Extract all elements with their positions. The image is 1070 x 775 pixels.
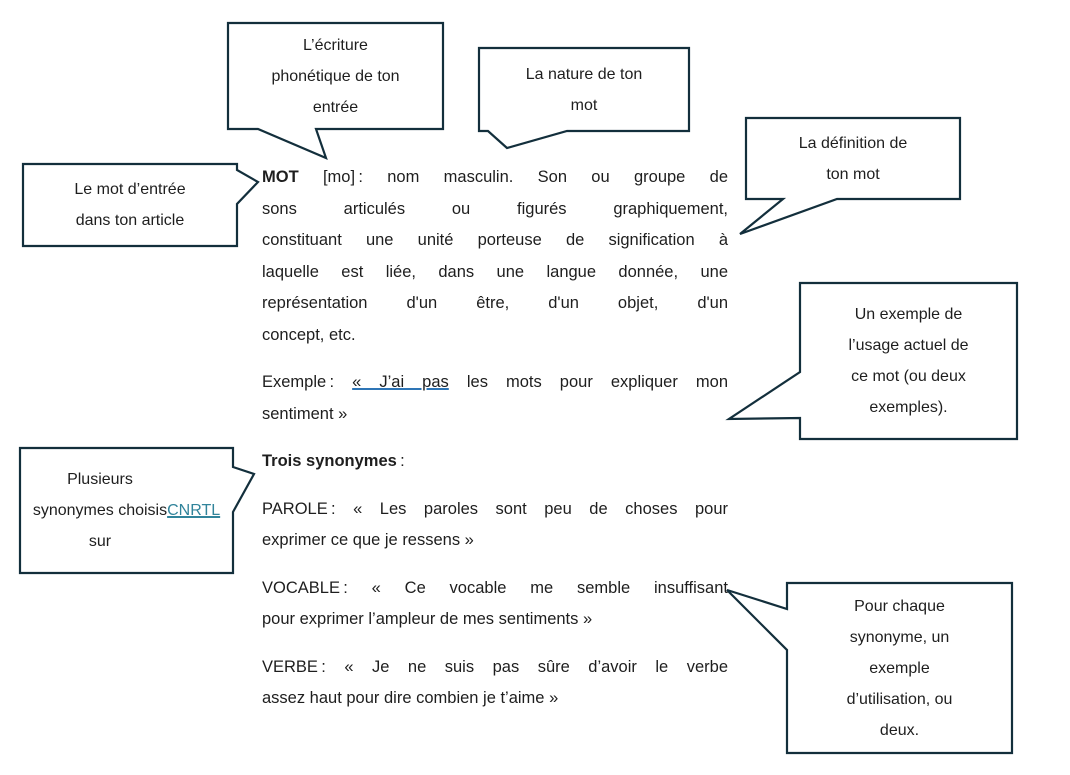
underlined-example-text: « J’ai pas	[352, 373, 449, 391]
article-line: laquelle est liée, dans une langue donné…	[262, 262, 728, 281]
article-line: concept, etc.	[262, 325, 356, 344]
article-line: VERBE : « Je ne suis pas sûre d’avoir le…	[262, 657, 728, 676]
article-line: représentation d'un être, d'un objet, d'…	[262, 294, 728, 312]
article-line-segment: [mo] : nom masculin. Son ou groupe de	[298, 168, 728, 186]
article-line: PAROLE : « Les paroles sont peu de chose…	[262, 499, 728, 518]
callout-synonyms-source-text: Plusieurs synonymes choisis sur	[32, 471, 168, 550]
synonym-verbe-paragraph: VERBE : « Je ne suis pas sûre d’avoir le…	[262, 652, 728, 715]
article-line-segment: les mots pour expliquer mon	[448, 373, 728, 391]
article-line: sons articulés ou figurés graphiquement,	[262, 199, 728, 218]
article-line: VOCABLE : « Ce vocable me semble insuffi…	[262, 578, 728, 597]
synonyms-heading-text: Trois synonymes	[262, 452, 397, 470]
callout-definition-bubble	[739, 116, 962, 236]
article-line: Exemple : « J’ai pas les mots pour expli…	[262, 367, 728, 399]
callout-phonetic: L’écriture phonétique de ton entrée	[271, 36, 400, 116]
entry-word-text: MOT	[262, 168, 299, 186]
callout-usage-example-bubble	[725, 281, 1019, 441]
callout-synonym-examples-bubble	[726, 581, 1014, 755]
callout-nature: La nature de ton mot	[525, 65, 643, 114]
synonyms-heading-paragraph: Trois synonymes :	[262, 446, 728, 478]
callout-definition: La définition de ton mot	[798, 134, 908, 183]
callout-synonyms-source-bubble	[18, 446, 256, 575]
article-line: exprimer ce que je ressens »	[262, 531, 474, 549]
article-line: pour exprimer l’ampleur de mes sentiment…	[262, 610, 593, 628]
article-line: MOT [mo] : nom masculin. Son ou groupe d…	[262, 162, 728, 194]
dictionary-article: MOT [mo] : nom masculin. Son ou groupe d…	[262, 162, 728, 731]
callout-entry-word: Le mot d’entrée dans ton article	[74, 181, 186, 229]
article-line: constituant une unité porteuse de signif…	[262, 231, 728, 249]
callout-entry-word-bubble	[21, 162, 260, 248]
synonym-parole-paragraph: PAROLE : « Les paroles sont peu de chose…	[262, 494, 728, 557]
example-paragraph: Exemple : « J’ai pas les mots pour expli…	[262, 367, 728, 430]
callout-phonetic-bubble	[226, 21, 445, 160]
article-line-segment: :	[396, 452, 405, 470]
article-line-segment: Exemple :	[262, 373, 353, 391]
callout-synonym-examples: Pour chaque synonyme, un exemple d’utili…	[846, 597, 953, 739]
callout-synonyms-source: Plusieurs synonymes choisis sur CNRTL	[22, 450, 231, 571]
cnrtl-link[interactable]: CNRTL	[167, 502, 221, 519]
article-line: assez haut pour dire combien je t’aime »	[262, 689, 559, 707]
callout-usage-example: Un exemple de l’usage actuel de ce mot (…	[848, 306, 969, 416]
definition-paragraph: MOT [mo] : nom masculin. Son ou groupe d…	[262, 162, 728, 351]
article-line: Trois synonymes :	[262, 446, 728, 478]
callout-nature-bubble	[477, 46, 691, 150]
article-line: sentiment »	[262, 404, 348, 423]
synonym-vocable-paragraph: VOCABLE : « Ce vocable me semble insuffi…	[262, 573, 728, 636]
